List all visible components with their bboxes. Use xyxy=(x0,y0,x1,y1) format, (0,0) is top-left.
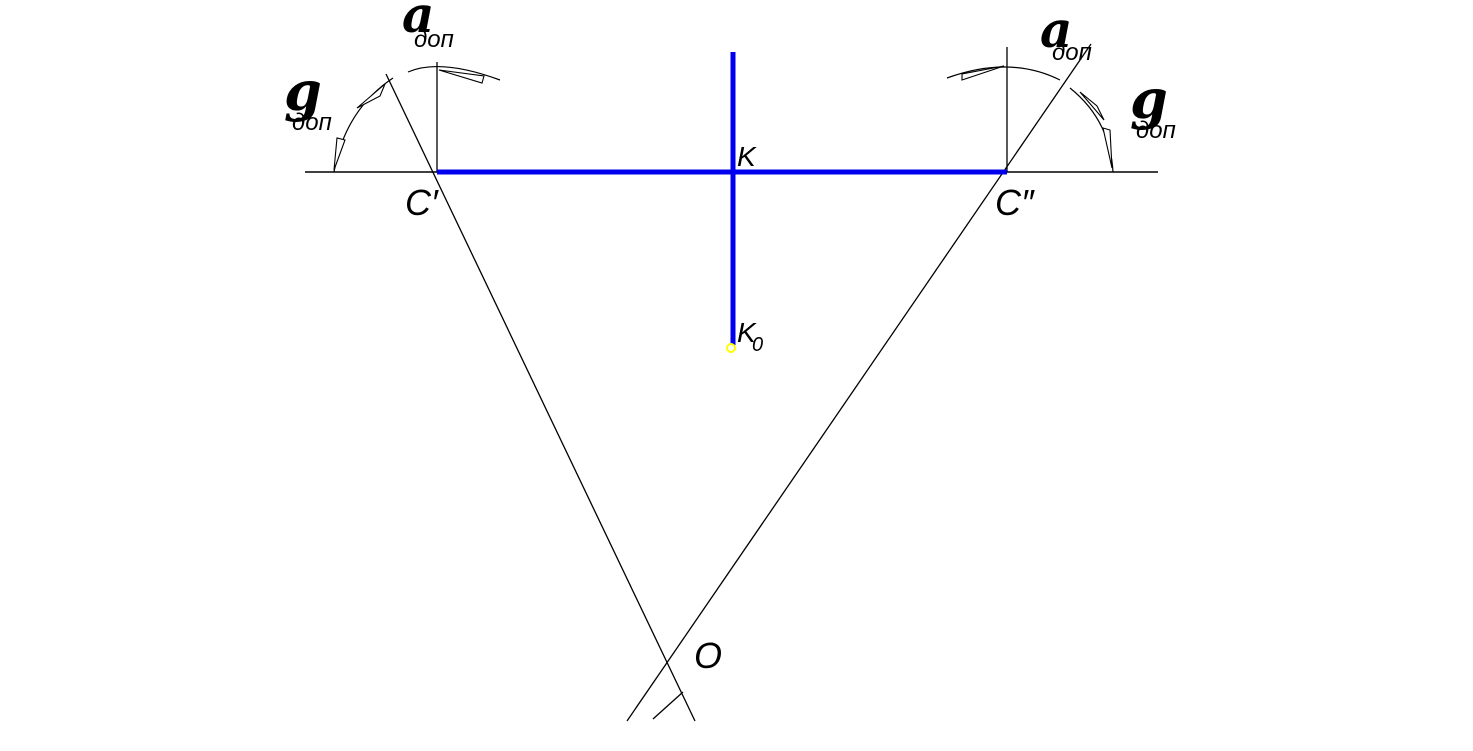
label-alpha-left: a xyxy=(402,0,434,44)
label-gamma-right: g xyxy=(1130,67,1168,131)
arrowhead-alpha-right xyxy=(961,65,1005,81)
arrowhead-gamma-right-bottom xyxy=(1102,127,1113,169)
label-alpha-right-subscript: доп xyxy=(1052,39,1092,66)
arrowhead-gamma-left-bottom xyxy=(333,137,346,171)
label-k0: K xyxy=(737,317,757,348)
point-marker-k0 xyxy=(726,343,736,353)
label-k: K xyxy=(737,141,757,172)
arc-alpha-left xyxy=(407,65,501,81)
label-c-double-prime: C″ xyxy=(995,182,1035,223)
slanted-line-left xyxy=(385,73,696,722)
label-k0-subscript: 0 xyxy=(752,334,763,356)
arrowhead-alpha-left xyxy=(438,69,485,84)
slanted-line-right xyxy=(626,43,1092,722)
label-c-prime: C′ xyxy=(405,182,439,223)
arc-gamma-left xyxy=(333,77,394,173)
arc-alpha-right xyxy=(946,66,1061,81)
arrowhead-gamma-left-top xyxy=(356,83,386,109)
label-o: O xyxy=(694,635,722,676)
label-alpha-left-subscript: доп xyxy=(414,26,454,53)
label-alpha-right: a xyxy=(1040,0,1072,59)
label-gamma-right-subscript: доп xyxy=(1136,117,1176,144)
angle-marker-o xyxy=(652,691,684,720)
arrowhead-gamma-right-top xyxy=(1079,91,1105,121)
label-gamma-left: g xyxy=(284,59,322,123)
label-gamma-left-subscript: доп xyxy=(292,109,332,136)
